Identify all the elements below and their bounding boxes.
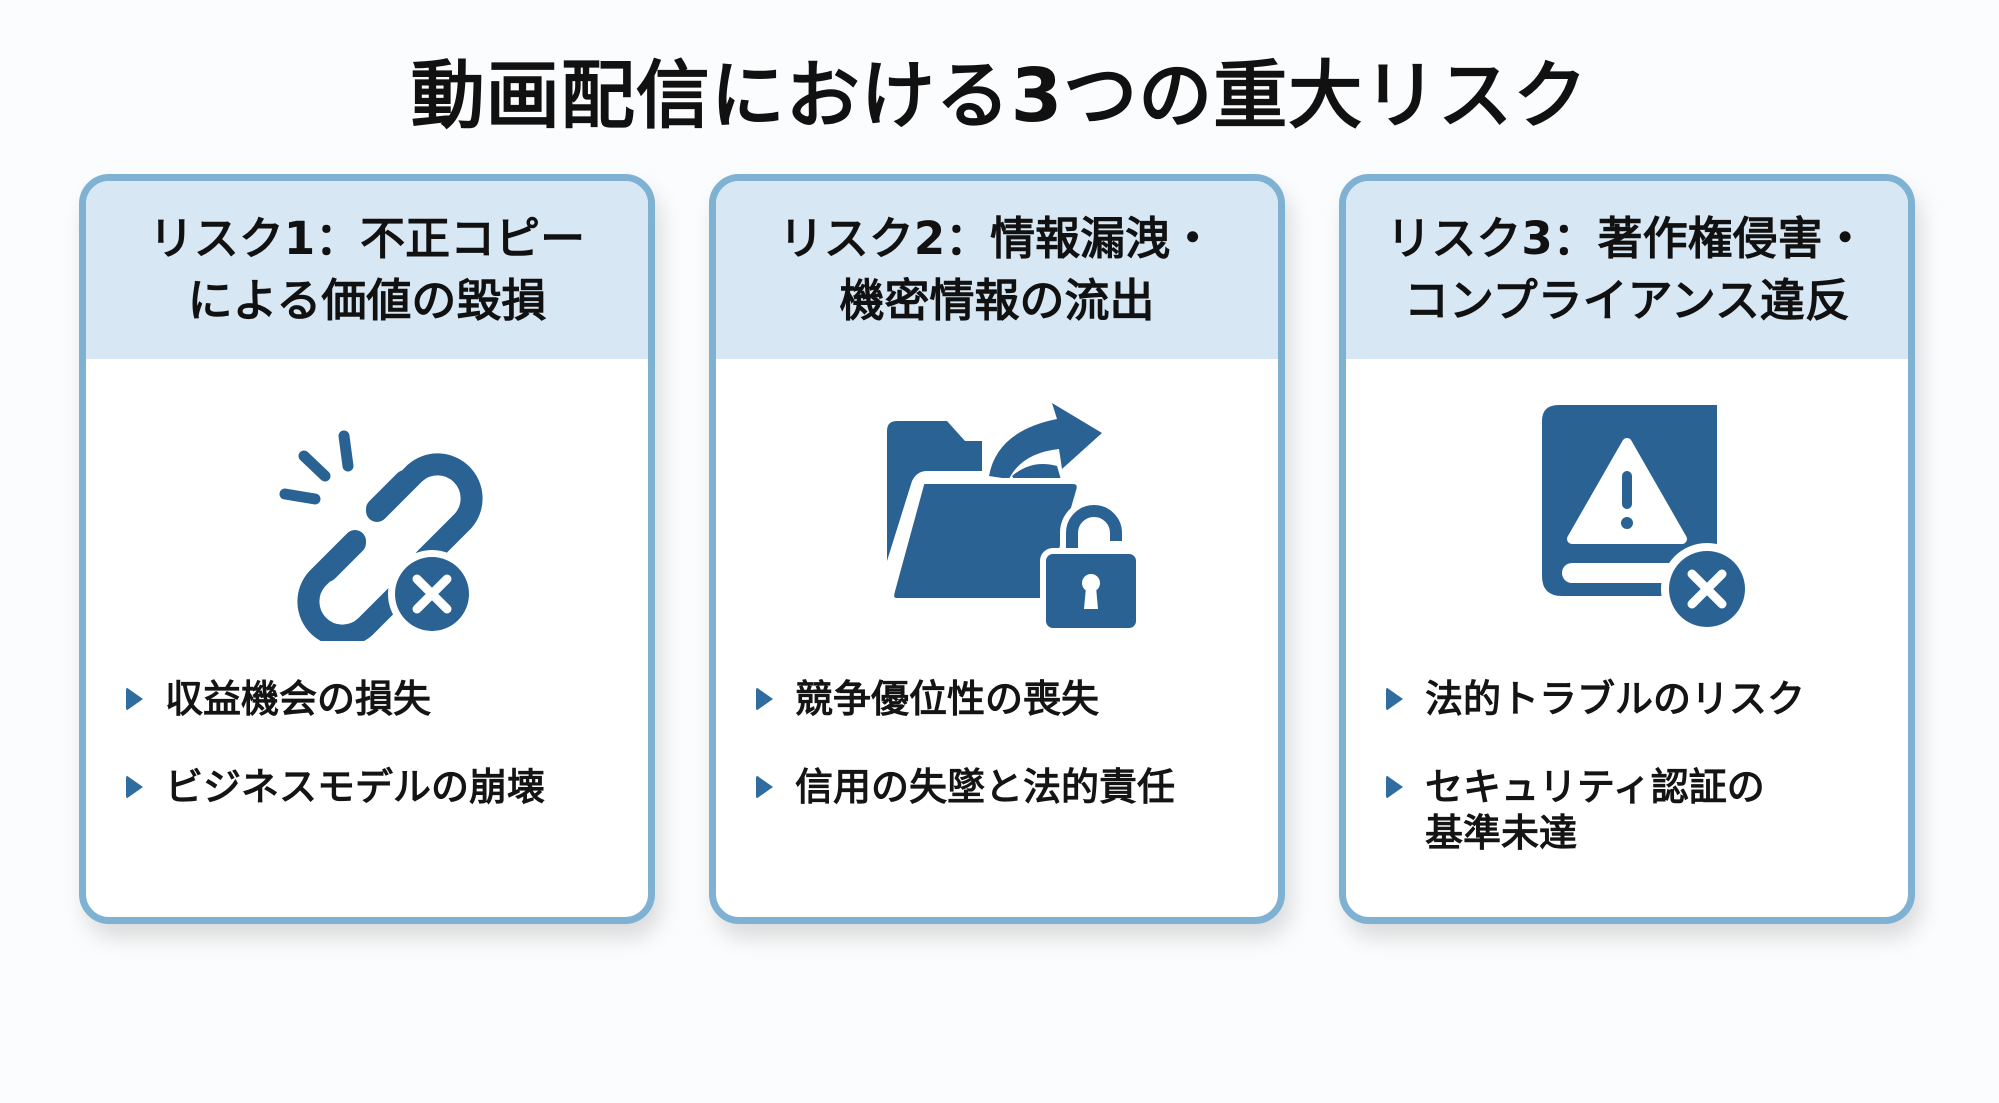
risk-card-title: リスク1：不正コピー による価値の毀損	[129, 208, 605, 332]
list-item: セキュリティ認証の 基準未達	[1386, 764, 1888, 856]
list-item: ビジネスモデルの崩壊	[126, 764, 628, 810]
broken-link-icon	[227, 391, 507, 641]
triangle-bullet-icon	[126, 687, 143, 711]
folder-export-icon	[857, 391, 1137, 641]
triangle-bullet-icon	[1386, 687, 1403, 711]
bullet-text: 基準未達	[1425, 811, 1578, 855]
risk-card-header: リスク2：情報漏洩・ 機密情報の流出	[716, 181, 1278, 359]
title-line: リスク2：情報漏洩・	[778, 212, 1216, 265]
risk-bullet-list: 競争優位性の喪失 信用の失墜と法的責任	[756, 676, 1258, 852]
bullet-text: 収益機会の損失	[165, 677, 432, 721]
risk-card-header: リスク1：不正コピー による価値の毀損	[86, 181, 648, 359]
list-item: 競争優位性の喪失	[756, 676, 1258, 722]
triangle-bullet-icon	[1386, 775, 1403, 799]
list-item: 収益機会の損失	[126, 676, 628, 722]
page-title: 動画配信における3つの重大リスク	[410, 53, 1589, 139]
risk-bullet-list: 収益機会の損失 ビジネスモデルの崩壊	[126, 676, 628, 852]
risk-card-title: リスク3：著作権侵害・ コンプライアンス違反	[1366, 208, 1887, 332]
risk-card-2: リスク2：情報漏洩・ 機密情報の流出	[709, 174, 1285, 924]
risk-card-1: リスク1：不正コピー による価値の毀損	[79, 174, 655, 924]
bullet-text: 信用の失墜と法的責任	[795, 765, 1176, 809]
title-line: による価値の毀損	[187, 274, 547, 327]
title-line: 機密情報の流出	[839, 274, 1155, 327]
bullet-text: セキュリティ認証の	[1425, 765, 1765, 809]
title-line: リスク3：著作権侵害・	[1386, 212, 1868, 265]
warning-book-icon	[1487, 391, 1767, 641]
risk-bullet-list: 法的トラブルのリスク セキュリティ認証の 基準未達	[1386, 676, 1888, 898]
triangle-bullet-icon	[756, 687, 773, 711]
triangle-bullet-icon	[756, 775, 773, 799]
title-line: リスク1：不正コピー	[148, 212, 586, 265]
triangle-bullet-icon	[126, 775, 143, 799]
list-item: 信用の失墜と法的責任	[756, 764, 1258, 810]
title-line: コンプライアンス違反	[1404, 274, 1850, 327]
list-item: 法的トラブルのリスク	[1386, 676, 1888, 722]
bullet-text: 競争優位性の喪失	[795, 677, 1100, 721]
risk-card-3: リスク3：著作権侵害・ コンプライアンス違反 法的トラブ	[1339, 174, 1915, 924]
bullet-text: 法的トラブルのリスク	[1425, 677, 1806, 721]
risk-card-header: リスク3：著作権侵害・ コンプライアンス違反	[1346, 181, 1908, 359]
bullet-text: ビジネスモデルの崩壊	[165, 765, 546, 809]
risk-card-title: リスク2：情報漏洩・ 機密情報の流出	[759, 208, 1235, 332]
